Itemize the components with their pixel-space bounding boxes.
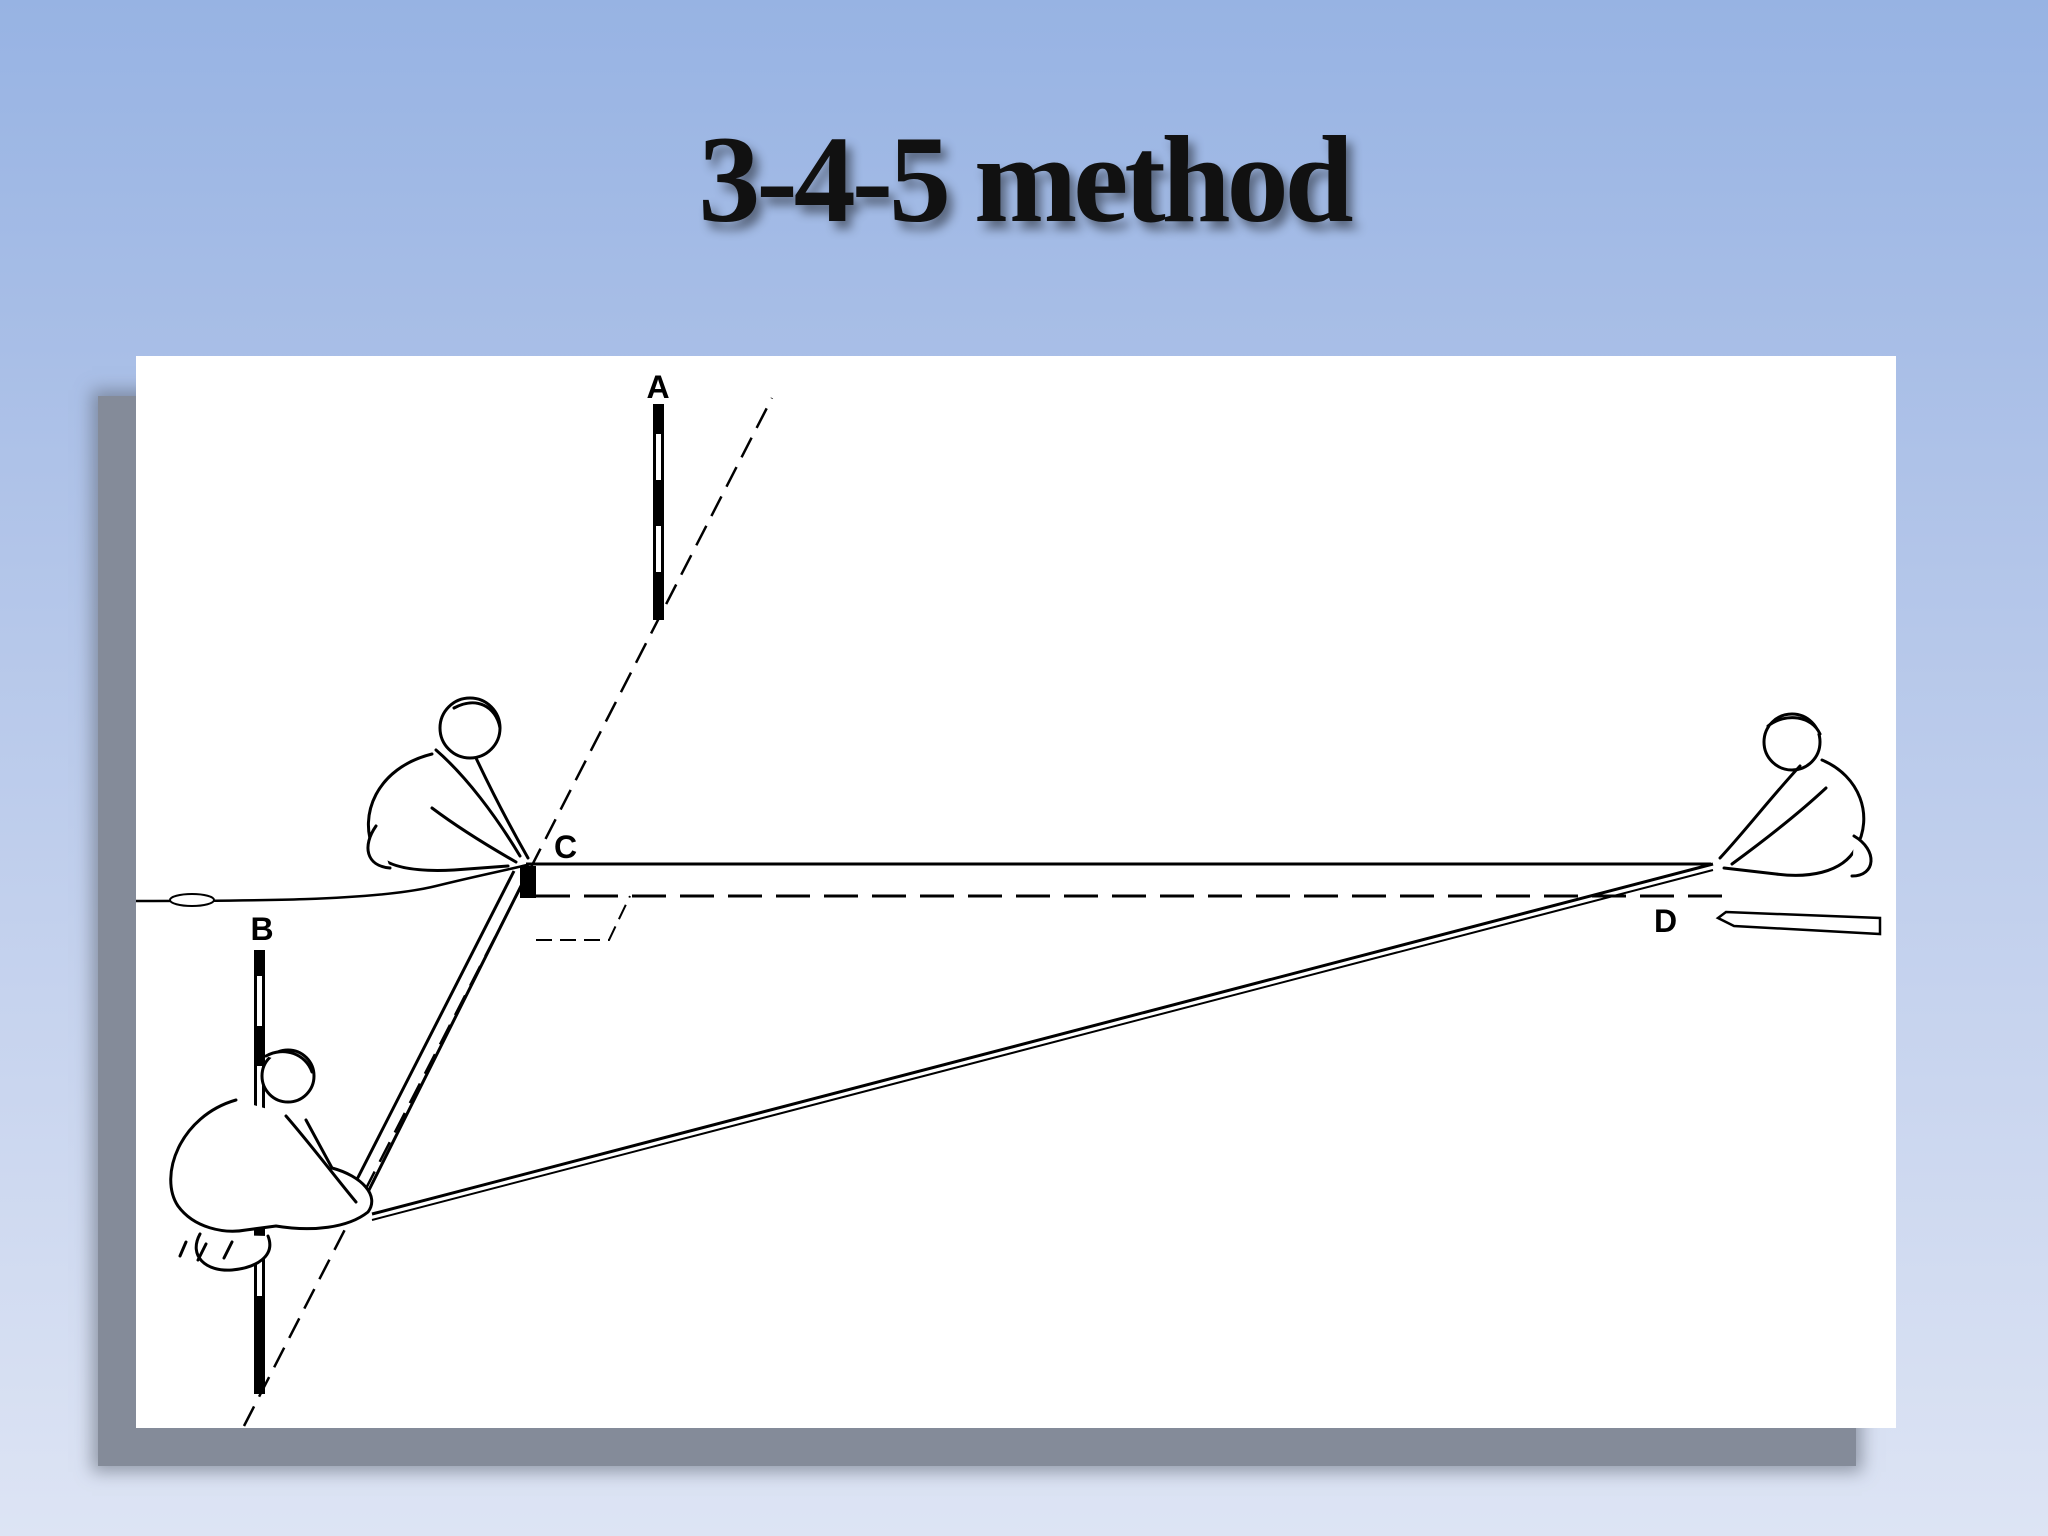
tape-c-b1: [344, 870, 516, 1202]
person-at-d: [1718, 712, 1873, 878]
person-at-c: [366, 696, 530, 872]
offset-step: [536, 895, 631, 941]
slide-title: 3-4-5 method: [698, 111, 1353, 248]
label-b: B: [250, 911, 273, 947]
pole-a: [653, 404, 664, 620]
tape-hypotenuse-1: [371, 862, 1714, 1216]
label-a: A: [646, 369, 669, 405]
label-c: C: [554, 829, 577, 865]
ground-line-left: [136, 862, 532, 903]
peg-c: [520, 866, 536, 898]
tape-c-b2: [358, 871, 530, 1209]
peg-d: [1715, 910, 1882, 936]
diagram-picture: A B C D: [136, 356, 1896, 1428]
peg-left: [169, 893, 215, 907]
diagram-svg: A B C D: [136, 369, 1882, 1427]
person-at-b: [169, 1048, 374, 1272]
tape-hypotenuse-2: [371, 869, 1714, 1221]
label-d: D: [1654, 903, 1677, 939]
